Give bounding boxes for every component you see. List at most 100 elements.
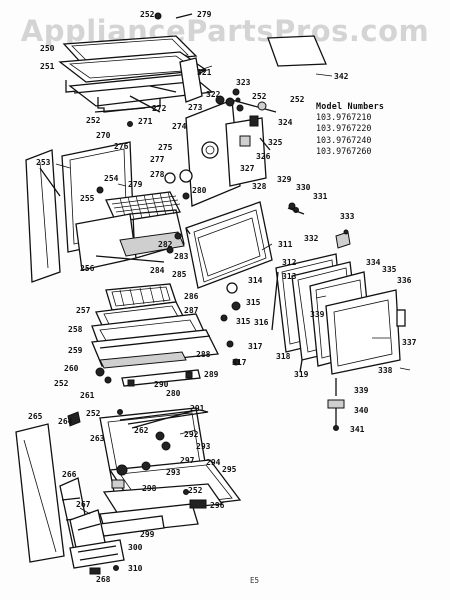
part-label: 287	[184, 306, 199, 315]
part-label: 300	[128, 543, 143, 552]
part-label: 331	[313, 192, 328, 201]
part-label: 276	[114, 142, 129, 151]
part-label: 339	[310, 310, 325, 319]
fasteners	[96, 12, 349, 571]
part-label: 336	[397, 276, 412, 285]
part-label: 291	[190, 404, 205, 413]
part-label: 293	[166, 468, 181, 477]
part-label: 268	[96, 575, 111, 584]
part-label: 341	[350, 425, 365, 434]
part-label: 285	[172, 270, 187, 279]
cooktop-top-assembly	[58, 35, 214, 113]
part-label: 277	[150, 155, 165, 164]
part-label: 261	[80, 391, 95, 400]
part-label: 313	[282, 272, 297, 281]
part-label: 317	[232, 358, 247, 367]
part-label: 252	[290, 95, 305, 104]
part-label: 338	[378, 366, 393, 375]
part-label: 339	[354, 386, 369, 395]
part-label: 293	[196, 442, 211, 451]
drawer-back-panel	[15, 423, 109, 567]
part-label: 310	[128, 564, 143, 573]
oven-cavity-box	[75, 209, 185, 271]
part-label: 334	[366, 258, 381, 267]
part-label: 260	[64, 364, 79, 373]
part-label: 282	[158, 240, 173, 249]
part-label: 290	[154, 380, 169, 389]
part-label: 252	[140, 10, 155, 19]
part-label: 280	[192, 186, 207, 195]
broiler-pan-stack	[91, 283, 220, 377]
part-label: 252	[54, 379, 69, 388]
part-label: 279	[197, 10, 212, 19]
oven-door-front	[185, 201, 296, 289]
part-label: 265	[28, 412, 43, 421]
part-label: 322	[206, 90, 221, 99]
part-label: 327	[240, 164, 255, 173]
part-label: 319	[294, 370, 309, 379]
part-label: 266	[62, 470, 77, 479]
part-label: 275	[158, 143, 173, 152]
part-label: 279	[128, 180, 143, 189]
part-label: 264	[58, 417, 73, 426]
part-296-clip	[189, 499, 207, 509]
part-label: 257	[76, 306, 91, 315]
part-label: 311	[278, 240, 293, 249]
part-317a-screw	[226, 340, 234, 348]
part-314-knob	[226, 282, 238, 294]
drawer-support-rail	[121, 369, 201, 387]
part-label: 267	[76, 500, 91, 509]
part-label: 252	[86, 116, 101, 125]
part-label: 315	[246, 298, 261, 307]
part-label: 254	[104, 174, 119, 183]
part-label: 298	[142, 484, 157, 493]
part-label: 297	[180, 456, 195, 465]
part-label: 340	[354, 406, 369, 415]
part-label: 259	[68, 346, 83, 355]
part-315b-grommet	[220, 314, 228, 322]
part-label: 333	[340, 212, 355, 221]
model-number: 103.9767240	[316, 134, 372, 145]
part-label: 280	[166, 389, 181, 398]
part-342-panel	[267, 35, 327, 67]
part-label: 328	[252, 182, 267, 191]
part-label: 316	[254, 318, 269, 327]
model-numbers-block: Model Numbers 103.9767210 103.9767220 10…	[316, 101, 384, 157]
part-322-grommet	[215, 95, 225, 105]
part-label: 252	[188, 486, 203, 495]
part-label: 251	[40, 62, 55, 71]
part-label: 324	[278, 118, 293, 127]
part-label: 270	[96, 131, 111, 140]
footer-code: E5	[250, 576, 260, 585]
part-324-screw	[257, 101, 267, 111]
part-label: 263	[90, 434, 105, 443]
part-label: 283	[174, 252, 189, 261]
part-264-bracket	[67, 411, 81, 427]
control-back-panel	[164, 97, 277, 207]
part-label: 252	[252, 92, 267, 101]
part-label: 286	[184, 292, 199, 301]
door-hinge-parts	[327, 378, 345, 431]
model-numbers-heading: Model Numbers	[316, 101, 385, 111]
part-label: 272	[152, 104, 167, 113]
part-label: 335	[382, 265, 397, 274]
part-317b-screw	[232, 358, 240, 366]
part-label: 325	[268, 138, 283, 147]
part-label: 323	[236, 78, 251, 87]
part-label: 315	[236, 317, 251, 326]
part-label: 253	[36, 158, 51, 167]
part-label: 342	[334, 72, 349, 81]
model-number: 103.9767210	[316, 112, 372, 123]
part-label: 318	[276, 352, 291, 361]
part-label: 255	[80, 194, 95, 203]
part-label: 288	[196, 350, 211, 359]
part-label: 284	[150, 266, 165, 275]
part-label: 250	[40, 44, 55, 53]
part-label: 329	[277, 175, 292, 184]
part-label: 337	[402, 338, 417, 347]
part-label: 295	[222, 465, 237, 474]
part-label: 278	[150, 170, 165, 179]
part-label: 273	[188, 103, 203, 112]
model-number: 103.9767260	[316, 145, 372, 156]
